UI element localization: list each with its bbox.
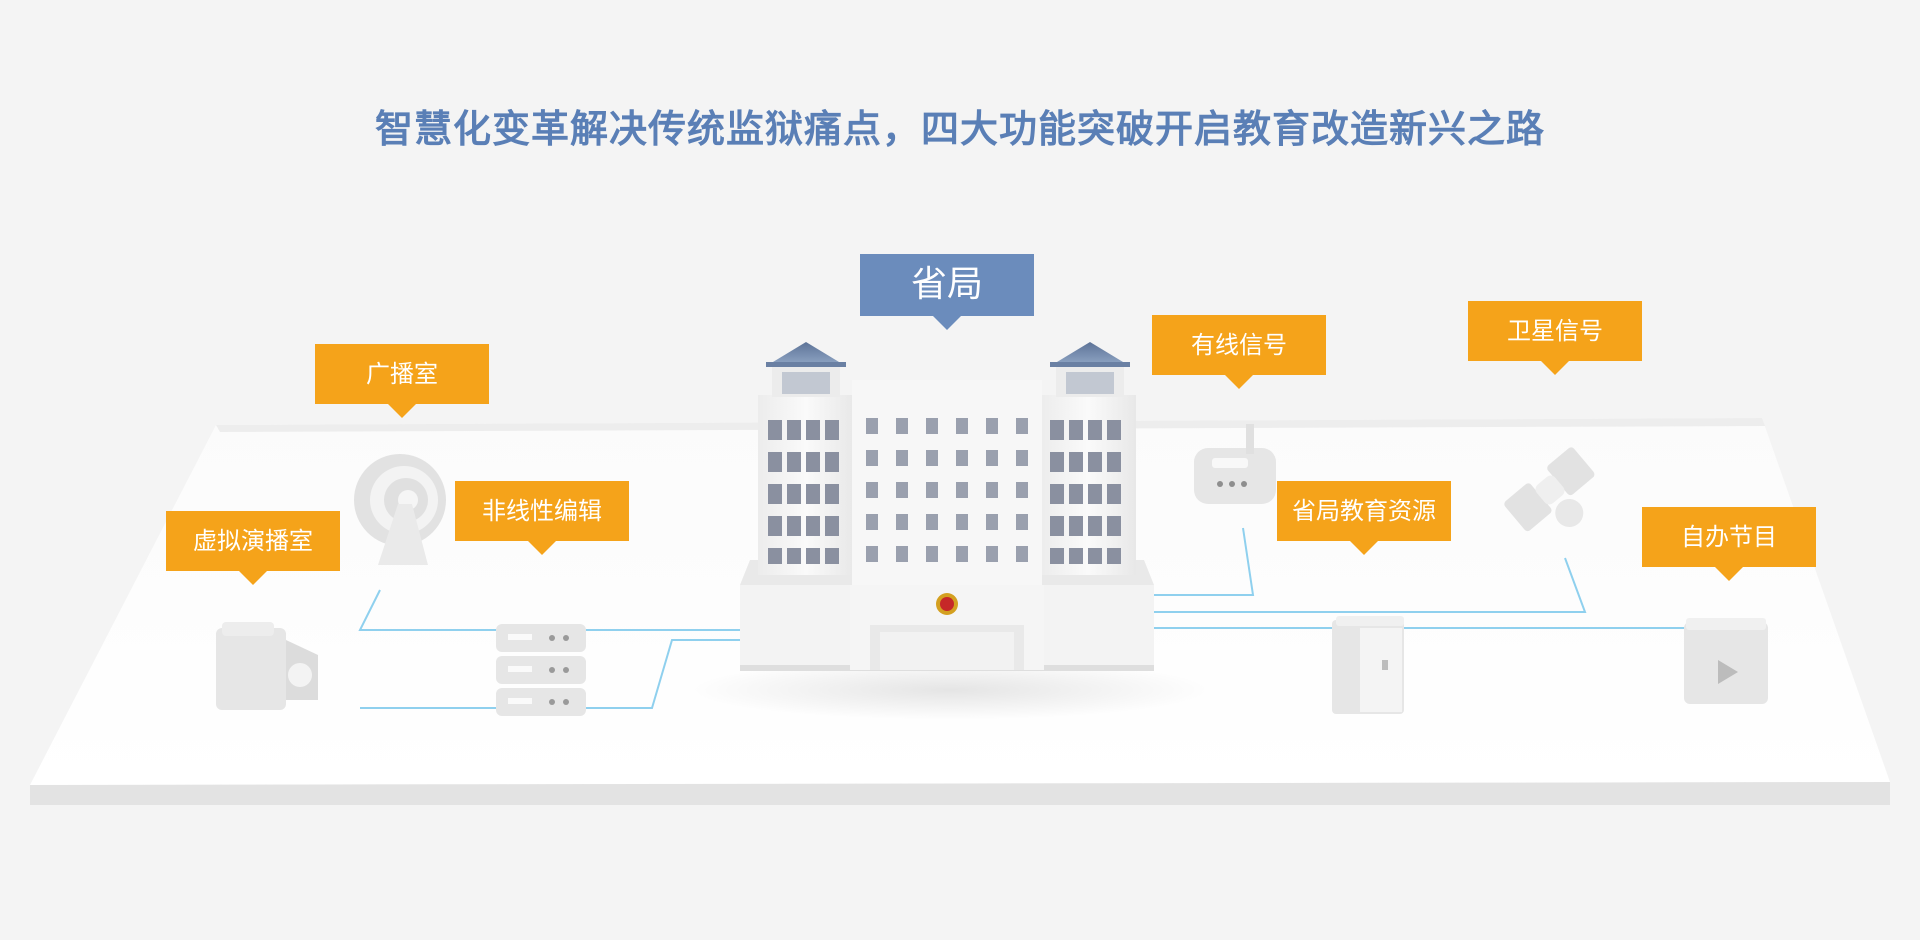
router-icon	[1194, 424, 1276, 504]
label-broadcast: 广播室	[315, 344, 489, 418]
connector-cable	[1150, 527, 1255, 596]
connector-broadcast	[358, 589, 740, 631]
server-icon	[496, 624, 586, 716]
file-cabinet-icon	[1332, 616, 1404, 714]
main-building	[690, 342, 1210, 720]
connector-satellite	[1150, 557, 1587, 613]
video-play-icon	[1684, 618, 1768, 704]
label-satellite-signal: 卫星信号	[1468, 301, 1642, 375]
label-edu-resources: 省局教育资源	[1277, 481, 1451, 555]
camera-icon	[216, 622, 318, 710]
center-label-provincial-bureau: 省局	[860, 254, 1034, 330]
emblem-icon	[936, 593, 958, 615]
broadcast-tower-icon	[354, 454, 446, 565]
label-virtual-studio: 虚拟演播室	[166, 511, 340, 585]
label-cable-signal: 有线信号	[1152, 315, 1326, 389]
page-title: 智慧化变革解决传统监狱痛点，四大功能突破开启教育改造新兴之路	[374, 107, 1545, 151]
label-self-program: 自办节目	[1642, 507, 1816, 581]
satellite-icon	[1504, 447, 1595, 532]
label-nonlinear-edit: 非线性编辑	[455, 481, 629, 555]
